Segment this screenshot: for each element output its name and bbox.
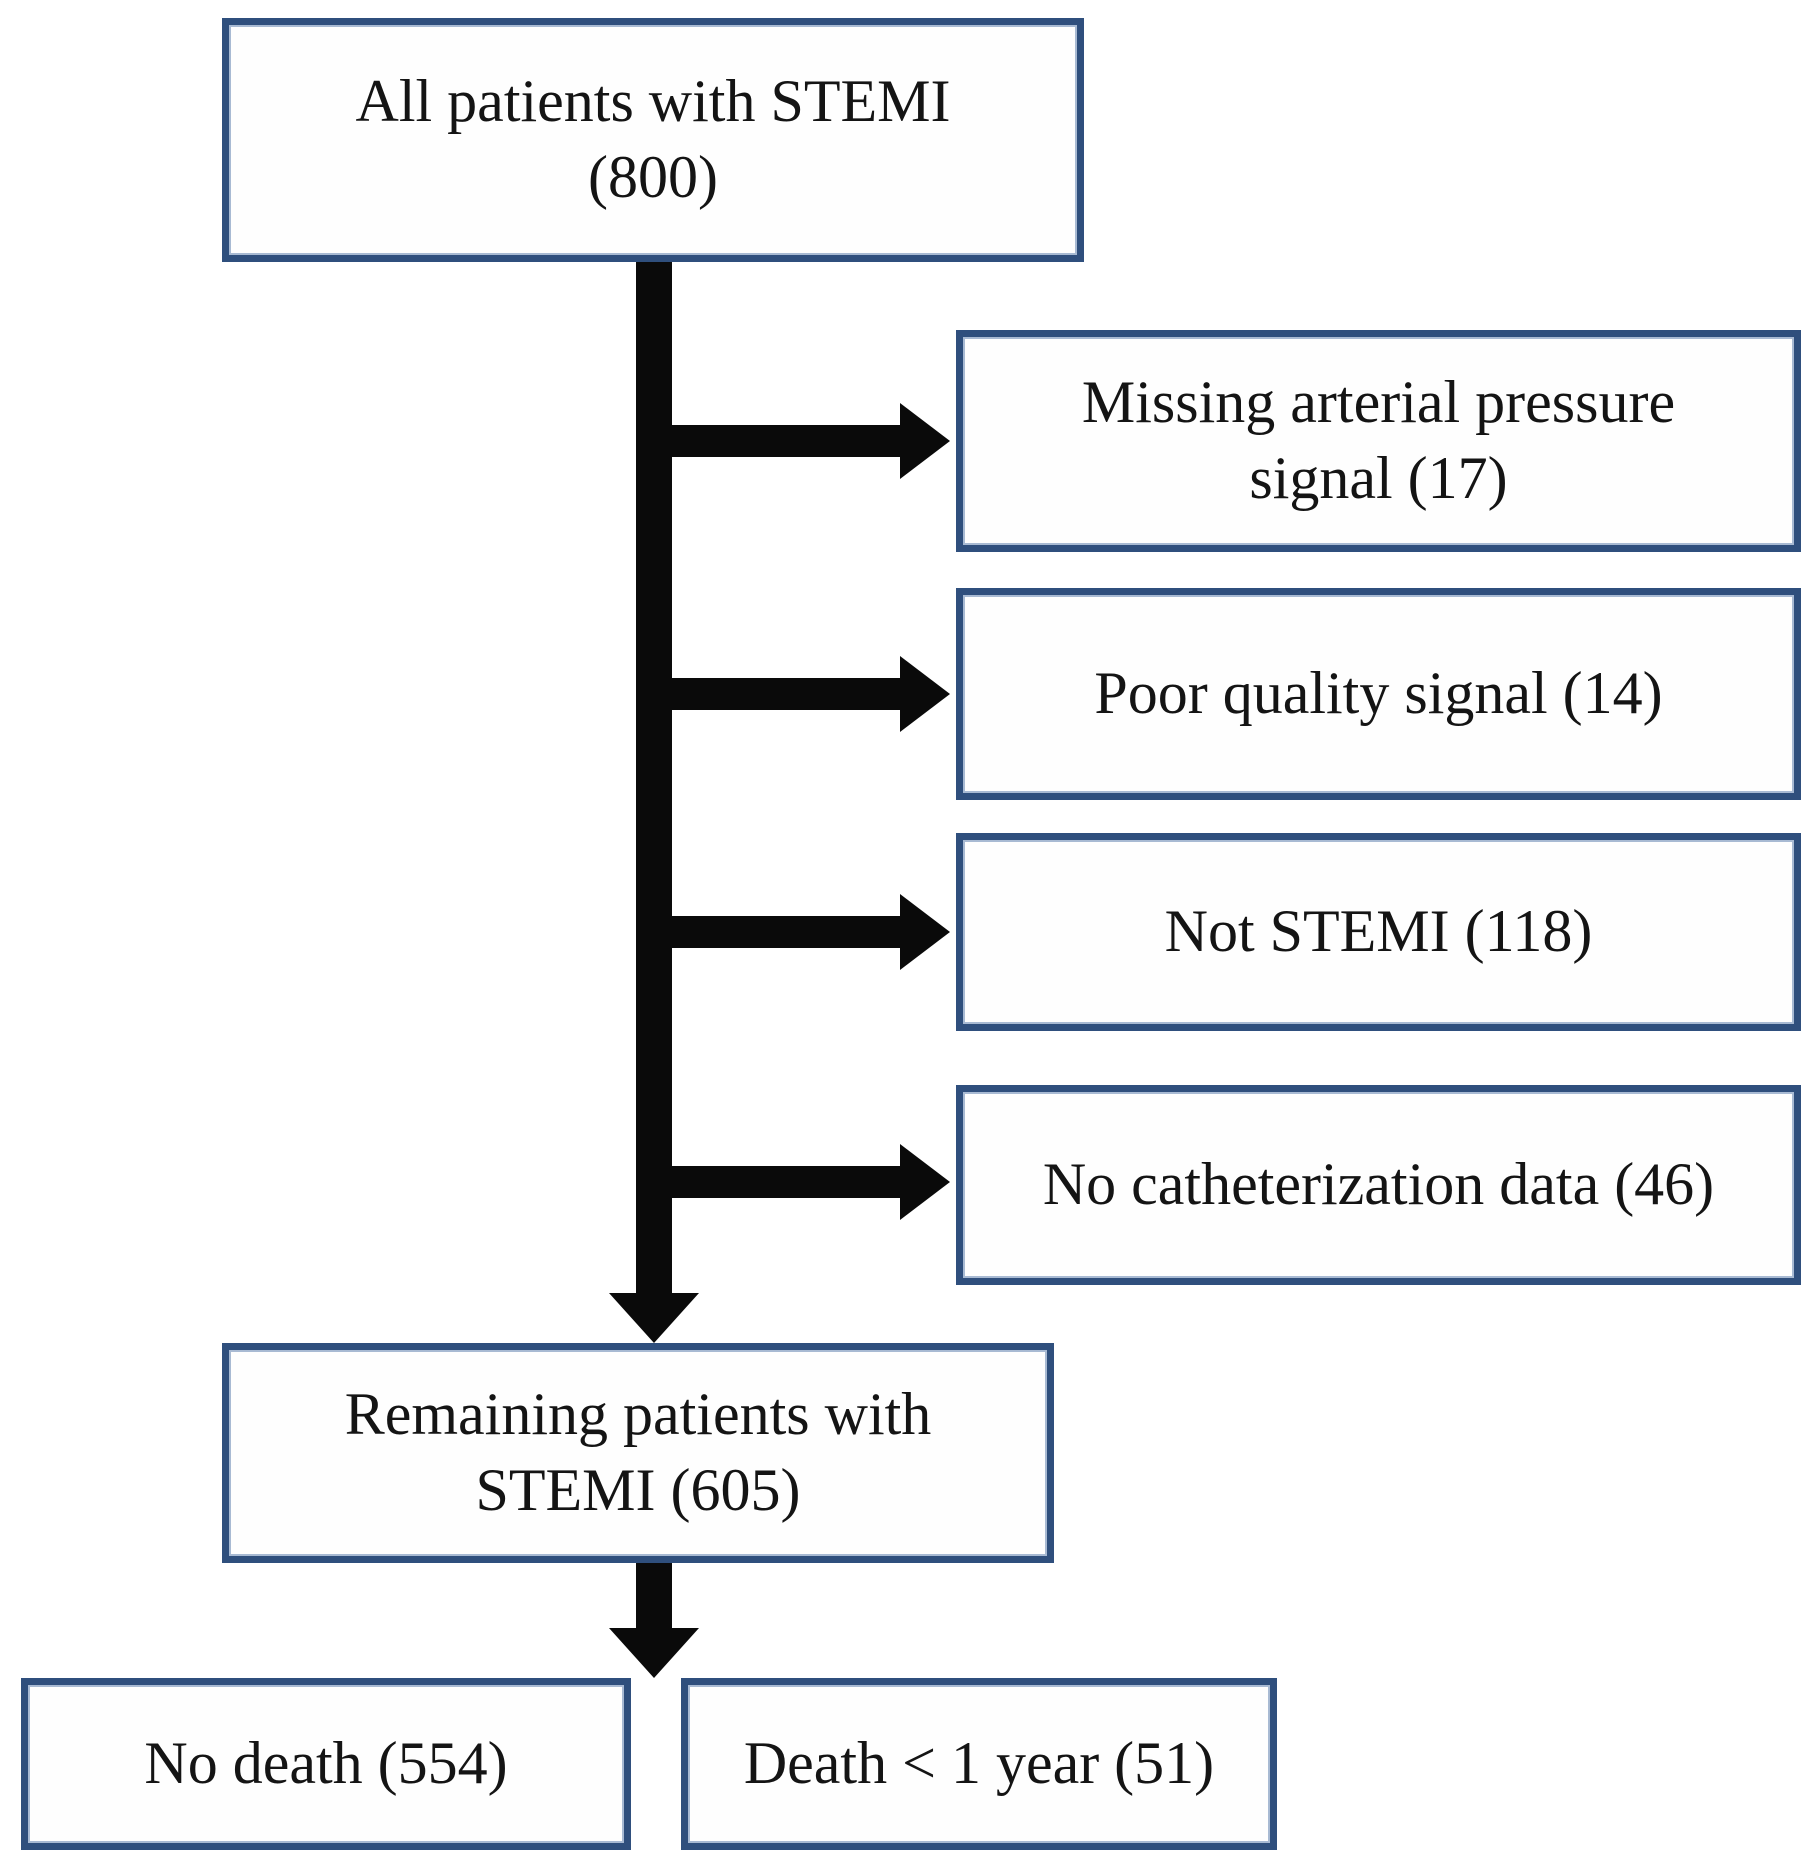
no-death-box: No death (554) (21, 1678, 631, 1850)
death-under-1-year-box: Death < 1 year (51) (681, 1678, 1277, 1850)
exclusion-box-missing-arterial-pressure: Missing arterial pressure signal (17) (956, 330, 1801, 552)
main-down-arrow-shaft (636, 262, 672, 1295)
remaining-label-line1: Remaining patients with (344, 1381, 932, 1448)
branch-arrow-head-icon-poor-quality (900, 656, 950, 732)
branch-arrow-head-icon-no-cath (900, 1144, 950, 1220)
branch-arrow-shaft-no-cath (672, 1166, 900, 1198)
death-under-1-year-label: Death < 1 year (51) (743, 1730, 1215, 1797)
exclusion-label-line1: Missing arterial pressure (1081, 369, 1676, 436)
exclusion-box-poor-quality-signal: Poor quality signal (14) (956, 588, 1801, 800)
outcome-down-arrow-head-icon (609, 1628, 699, 1678)
exclusion-label: Not STEMI (118) (1164, 898, 1593, 965)
exclusion-label: Poor quality signal (14) (1094, 660, 1663, 727)
all-patients-count: (800) (588, 144, 718, 210)
exclusion-box-no-catheterization-data: No catheterization data (46) (956, 1085, 1801, 1285)
remaining-label-line2: STEMI (605) (475, 1457, 801, 1523)
exclusion-box-not-stemi: Not STEMI (118) (956, 833, 1801, 1031)
main-down-arrow-head-icon (609, 1293, 699, 1343)
no-death-label: No death (554) (144, 1730, 508, 1797)
all-patients-label-line1: All patients with STEMI (355, 68, 951, 135)
branch-arrow-shaft-poor-quality (672, 678, 900, 710)
all-patients-box: All patients with STEMI (800) (222, 18, 1084, 262)
exclusion-label: No catheterization data (46) (1042, 1151, 1715, 1218)
branch-arrow-shaft-missing-signal (672, 425, 900, 457)
branch-arrow-head-icon-not-stemi (900, 894, 950, 970)
branch-arrow-head-icon-missing-signal (900, 403, 950, 479)
exclusion-label-line2: signal (17) (1249, 445, 1508, 511)
remaining-patients-box: Remaining patients with STEMI (605) (222, 1343, 1054, 1563)
branch-arrow-shaft-not-stemi (672, 916, 900, 948)
outcome-down-arrow-shaft (636, 1563, 672, 1628)
